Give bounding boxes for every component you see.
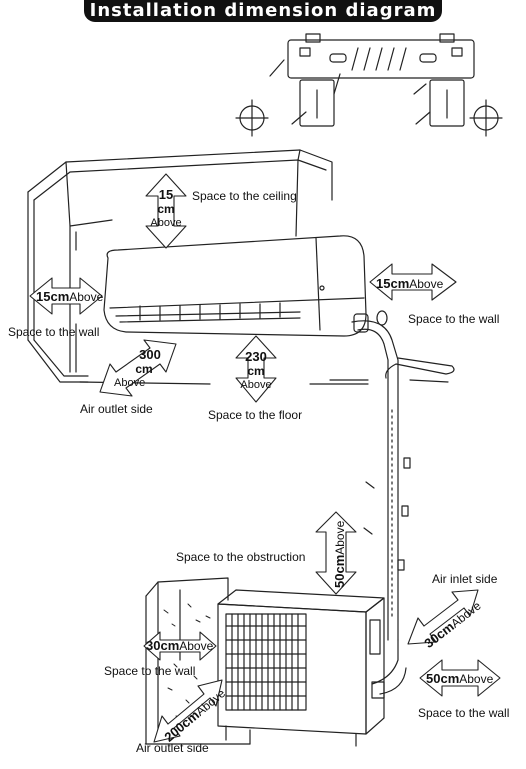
inlet-label: Air inlet side <box>432 572 498 586</box>
outdoor-right-label: Space to the wall <box>418 706 510 720</box>
floor-unit: cm <box>247 364 265 378</box>
title-banner <box>84 0 442 22</box>
indoor-unit <box>103 235 367 337</box>
ceiling-above: Above <box>150 217 182 229</box>
obstruction-value: 50cm <box>332 554 347 588</box>
floor-value: 230 <box>245 349 267 364</box>
right-wall-clearance-value: 15cmAbove <box>376 276 444 292</box>
indoor-outlet-value: 300 <box>139 347 161 362</box>
indoor-outlet-label: Air outlet side <box>80 402 153 416</box>
indoor-outlet-unit: cm <box>135 362 153 376</box>
refrigerant-pipe <box>351 310 455 695</box>
ceiling-unit: cm <box>157 202 175 216</box>
outdoor-unit <box>217 589 385 747</box>
outdoor-outlet-label: Air outlet side <box>136 741 209 755</box>
page-title: Installation dimension diagram <box>89 0 437 21</box>
back-wall-label: Space to the wall <box>104 664 196 678</box>
indoor-outlet-clearance-value: 300 cm Above <box>114 348 170 390</box>
outdoor-right-value: 50cm <box>426 671 460 686</box>
indoor-outlet-above: Above <box>114 377 146 389</box>
back-wall-value: 30cm <box>146 638 180 653</box>
obstruction-label: Space to the obstruction <box>176 550 306 564</box>
left-wall-label: Space to the wall <box>8 325 100 339</box>
floor-clearance-value: 230 cm Above <box>238 350 274 392</box>
right-wall-value: 15cm <box>376 276 410 291</box>
obstruction-above: Above <box>333 520 347 555</box>
ceiling-label: Space to the ceiling <box>192 189 297 203</box>
left-wall-above: Above <box>69 290 104 304</box>
outdoor-walls <box>145 577 251 745</box>
ceiling-clearance-value: 15 cm Above <box>150 188 182 230</box>
floor-above: Above <box>240 379 272 391</box>
left-wall-value: 15cm <box>36 289 70 304</box>
obstruction-clearance-value: 50cmAbove <box>332 520 347 588</box>
mounting-plate <box>235 33 503 137</box>
right-wall-above: Above <box>409 277 444 291</box>
left-wall-clearance-value: 15cmAbove <box>36 289 104 305</box>
back-wall-clearance-value: 30cmAbove <box>146 638 214 654</box>
dimension-arrows <box>29 173 501 743</box>
floor-label: Space to the floor <box>208 408 303 422</box>
right-wall-label: Space to the wall <box>408 312 500 326</box>
back-wall-above: Above <box>179 639 214 653</box>
ceiling-value: 15 <box>158 187 174 202</box>
outdoor-right-above: Above <box>459 672 494 686</box>
outdoor-right-clearance-value: 50cmAbove <box>426 671 494 687</box>
